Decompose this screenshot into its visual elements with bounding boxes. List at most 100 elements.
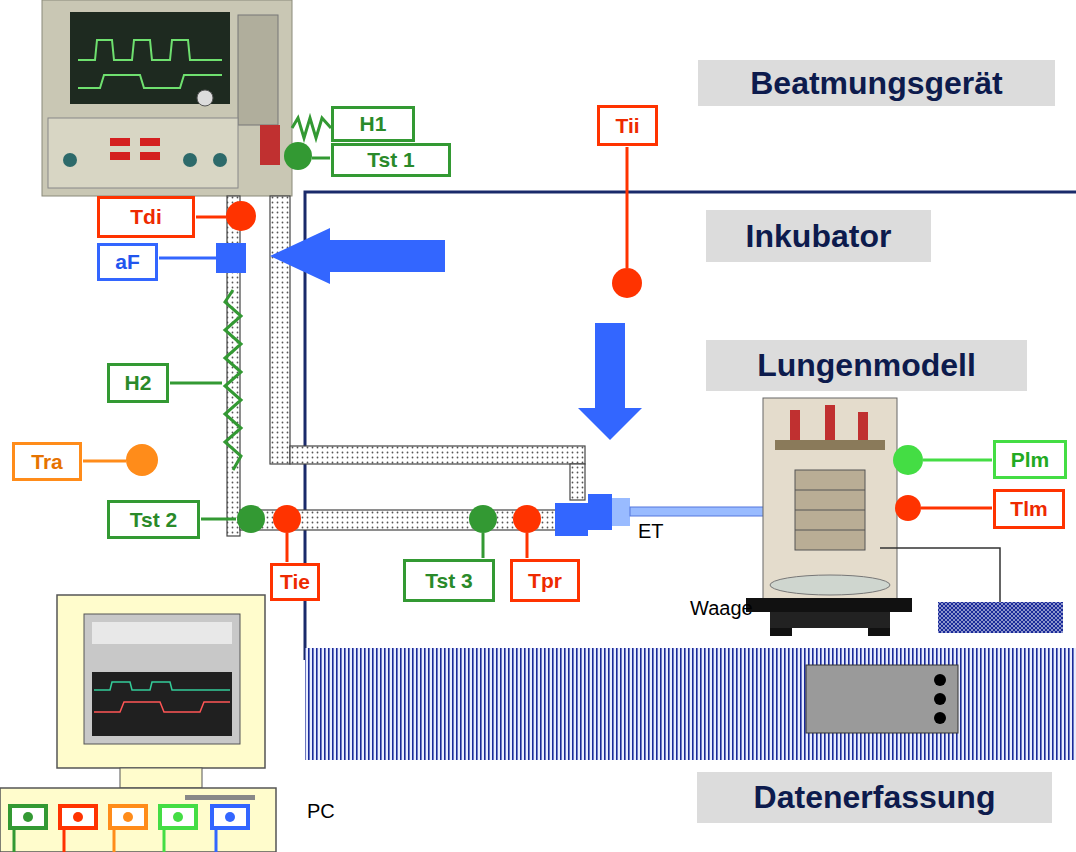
pc-case <box>0 788 276 852</box>
part-label: Waage <box>690 597 753 620</box>
flow-arrow <box>578 323 642 440</box>
plot-trace <box>94 682 230 690</box>
unit-led <box>934 674 946 686</box>
input-port <box>212 806 248 828</box>
monitor-screen <box>84 614 240 744</box>
jar-base <box>770 575 890 595</box>
sensor-dot <box>895 495 921 521</box>
leader-line <box>196 216 226 219</box>
port-dot <box>173 812 183 822</box>
callout-text: H1 <box>360 112 387 136</box>
leader-line <box>923 459 992 462</box>
device-connector <box>260 125 280 165</box>
leader-line <box>921 507 992 510</box>
leader-line <box>880 548 1000 602</box>
tube <box>290 446 585 464</box>
screen-trace <box>78 75 222 88</box>
sensor-dot <box>226 201 256 231</box>
cable <box>13 828 16 852</box>
device-button <box>110 152 130 160</box>
tube-connector <box>555 503 588 536</box>
screen-panel <box>92 622 232 644</box>
sensor-dot <box>612 268 642 298</box>
leader-line <box>312 157 330 160</box>
callout-text: Tst 3 <box>425 569 472 593</box>
section-label: Inkubator <box>706 210 931 262</box>
sensor-callout: Tie <box>270 563 320 601</box>
callout-text: Tst 2 <box>130 508 177 532</box>
scale-foot <box>868 628 890 636</box>
jar-valve <box>858 412 868 440</box>
jar-lid <box>775 440 885 450</box>
leader-line <box>626 147 629 268</box>
section-name: Beatmungsgerät <box>750 65 1003 102</box>
port-dot <box>225 812 235 822</box>
section-label: Datenerfassung <box>697 772 1052 823</box>
sensor-callout: Tra <box>12 442 82 481</box>
cable <box>113 828 116 852</box>
port-dot <box>73 812 83 822</box>
lung-bellows <box>795 470 865 550</box>
section-label: Beatmungsgerät <box>698 60 1055 106</box>
bellows-fold <box>795 530 865 531</box>
plot-trace <box>94 702 230 712</box>
flow-sensor <box>216 243 246 273</box>
sensor-dot <box>126 444 158 476</box>
heater-coil <box>292 118 331 138</box>
device-control-panel <box>48 118 238 188</box>
tubing <box>227 196 585 536</box>
section-name: Lungenmodell <box>757 347 976 384</box>
device-knob <box>63 153 77 167</box>
monitor-stand <box>120 768 202 788</box>
scale-plate <box>746 598 912 612</box>
callout-text: Tlm <box>1010 497 1047 521</box>
glass-jar <box>763 398 897 600</box>
bellows-fold <box>795 490 865 491</box>
sensor-callout: Tst 3 <box>403 559 495 602</box>
callout-text: Tst 1 <box>367 148 414 172</box>
cable <box>63 828 66 852</box>
sensor-dot <box>237 505 265 533</box>
jar-valve <box>790 410 800 440</box>
device-side-panel <box>238 15 278 125</box>
lung-model <box>763 398 897 600</box>
sensor-dot <box>513 505 541 533</box>
data-acquisition-band <box>305 648 1076 760</box>
screen-trace <box>78 40 222 60</box>
callout-text: Plm <box>1011 448 1050 472</box>
acquisition-unit <box>806 665 958 733</box>
pc <box>0 595 276 852</box>
leader-line <box>83 460 126 463</box>
sensor-callout: Tii <box>597 105 658 146</box>
tube <box>570 464 585 500</box>
sensor-callout: Tst 2 <box>107 500 200 539</box>
part-label: ET <box>638 520 664 543</box>
input-port <box>160 806 196 828</box>
monitor <box>57 595 265 768</box>
leader-line <box>286 533 289 562</box>
unit-led <box>934 712 946 724</box>
sensor-dot <box>273 505 301 533</box>
leader-line <box>170 382 222 385</box>
device-housing <box>42 0 292 196</box>
cable <box>215 828 218 852</box>
device-button <box>110 138 130 146</box>
jar-valve <box>825 405 835 440</box>
section-label: Lungenmodell <box>706 340 1027 391</box>
callout-text: Tii <box>615 114 639 138</box>
leader-line <box>482 533 485 558</box>
sensor-callout: Plm <box>993 440 1067 479</box>
section-name: Datenerfassung <box>754 779 996 816</box>
tube <box>270 196 290 464</box>
part-label: PC <box>307 800 335 823</box>
screen-plot <box>92 672 232 736</box>
device-button <box>140 152 160 160</box>
cable <box>163 828 166 852</box>
drive-slot <box>185 795 255 800</box>
flow-arrow <box>270 228 445 284</box>
scale-display <box>938 602 1063 633</box>
sensor-callout: Tdi <box>97 196 195 238</box>
callout-text: H2 <box>125 371 152 395</box>
